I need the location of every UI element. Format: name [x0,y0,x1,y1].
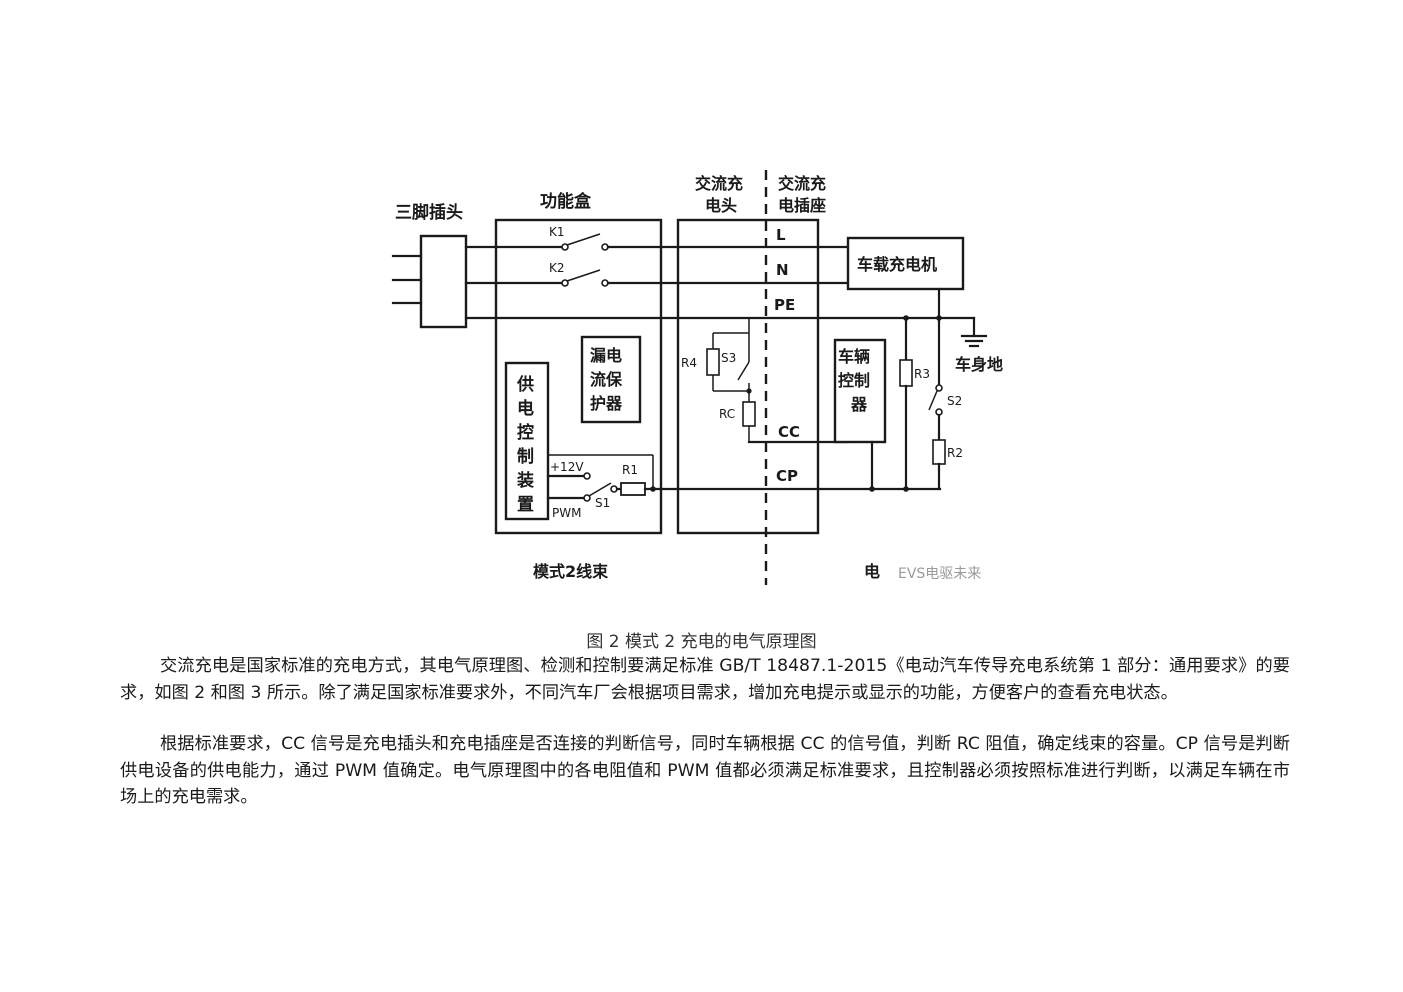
supply-control-char: 置 [517,495,534,515]
supply-control-char: 制 [517,446,534,467]
connector-box [676,218,820,535]
electrical-schematic-diagram: 三脚插头 功能盒 交流充 电头 交流充 电插座 K1 K2 车身地 L N PE… [391,170,1003,585]
line-L [464,233,850,251]
r4-label: R4 [681,356,697,370]
onboard-charger-box [846,236,965,291]
pin-PE-label: PE [774,296,795,314]
r1-label: R1 [622,463,638,477]
body-paragraph: 根据标准要求，CC 信号是充电插头和充电插座是否连接的判断信号，同时车辆根据 C… [120,734,1290,807]
pin-L-label: L [776,226,786,244]
cp-generator-circuit [546,454,942,502]
mode2-harness-label: 模式2线束 [533,562,609,581]
ac-socket-label-1: 交流充 [778,174,826,193]
k2-label: K2 [549,261,565,275]
line-N [464,269,850,287]
vehicle-ctrl-label-2: 控制 [838,371,870,390]
v12-label: +12V [550,460,584,474]
vehicle-ctrl-label-1: 车辆 [838,347,870,366]
supply-control-char: 控 [517,422,534,443]
supply-control-box [504,361,550,521]
vehicle-controller-box [833,338,887,444]
leakage-label-1: 漏电 [590,346,622,365]
body-paragraph: 交流充电是国家标准的充电方式，其电气原理图、检测和控制要满足标准 GB/T 18… [120,656,1290,703]
supply-control-char: 供 [516,374,534,395]
pin-CP-label: CP [776,467,798,485]
rc-label: RC [719,407,735,421]
leakage-label-3: 护器 [590,394,623,413]
s2-r2-branch [928,315,946,491]
k1-label: K1 [549,225,565,239]
leakage-protector-box [580,335,642,424]
supply-control-char: 装 [516,470,534,491]
r3-label: R3 [914,367,930,381]
function-box-label: 功能盒 [540,191,592,212]
leakage-label-2: 流保 [590,370,623,389]
ac-head-label-2: 电头 [705,196,737,215]
pwm-label: PWM [552,506,581,520]
vehicle-ctrl-label-3: 器 [850,395,868,414]
three-pin-plug [391,234,468,329]
pin-CC-label: CC [778,423,800,441]
r3-branch [899,315,913,492]
figure-caption: 图 2 模式 2 充电的电气原理图 [586,632,817,652]
line-PE [464,316,988,348]
cc-plug-circuit [706,318,850,444]
pin-N-label: N [776,261,789,279]
ac-head-label-1: 交流充 [695,174,743,193]
s3-label: S3 [721,351,736,365]
watermark-text: EVS电驱未来 [898,566,981,582]
supply-control-char: 电 [517,398,534,419]
ac-socket-label-2: 电插座 [778,196,826,215]
plug-label: 三脚插头 [395,202,463,223]
s2-label: S2 [947,394,962,408]
r2-label: R2 [947,446,963,460]
s1-label: S1 [595,496,610,510]
ev-partial-label: 电 [864,562,880,581]
onboard-charger-label: 车载充电机 [857,255,937,274]
ground-label: 车身地 [955,355,1003,374]
